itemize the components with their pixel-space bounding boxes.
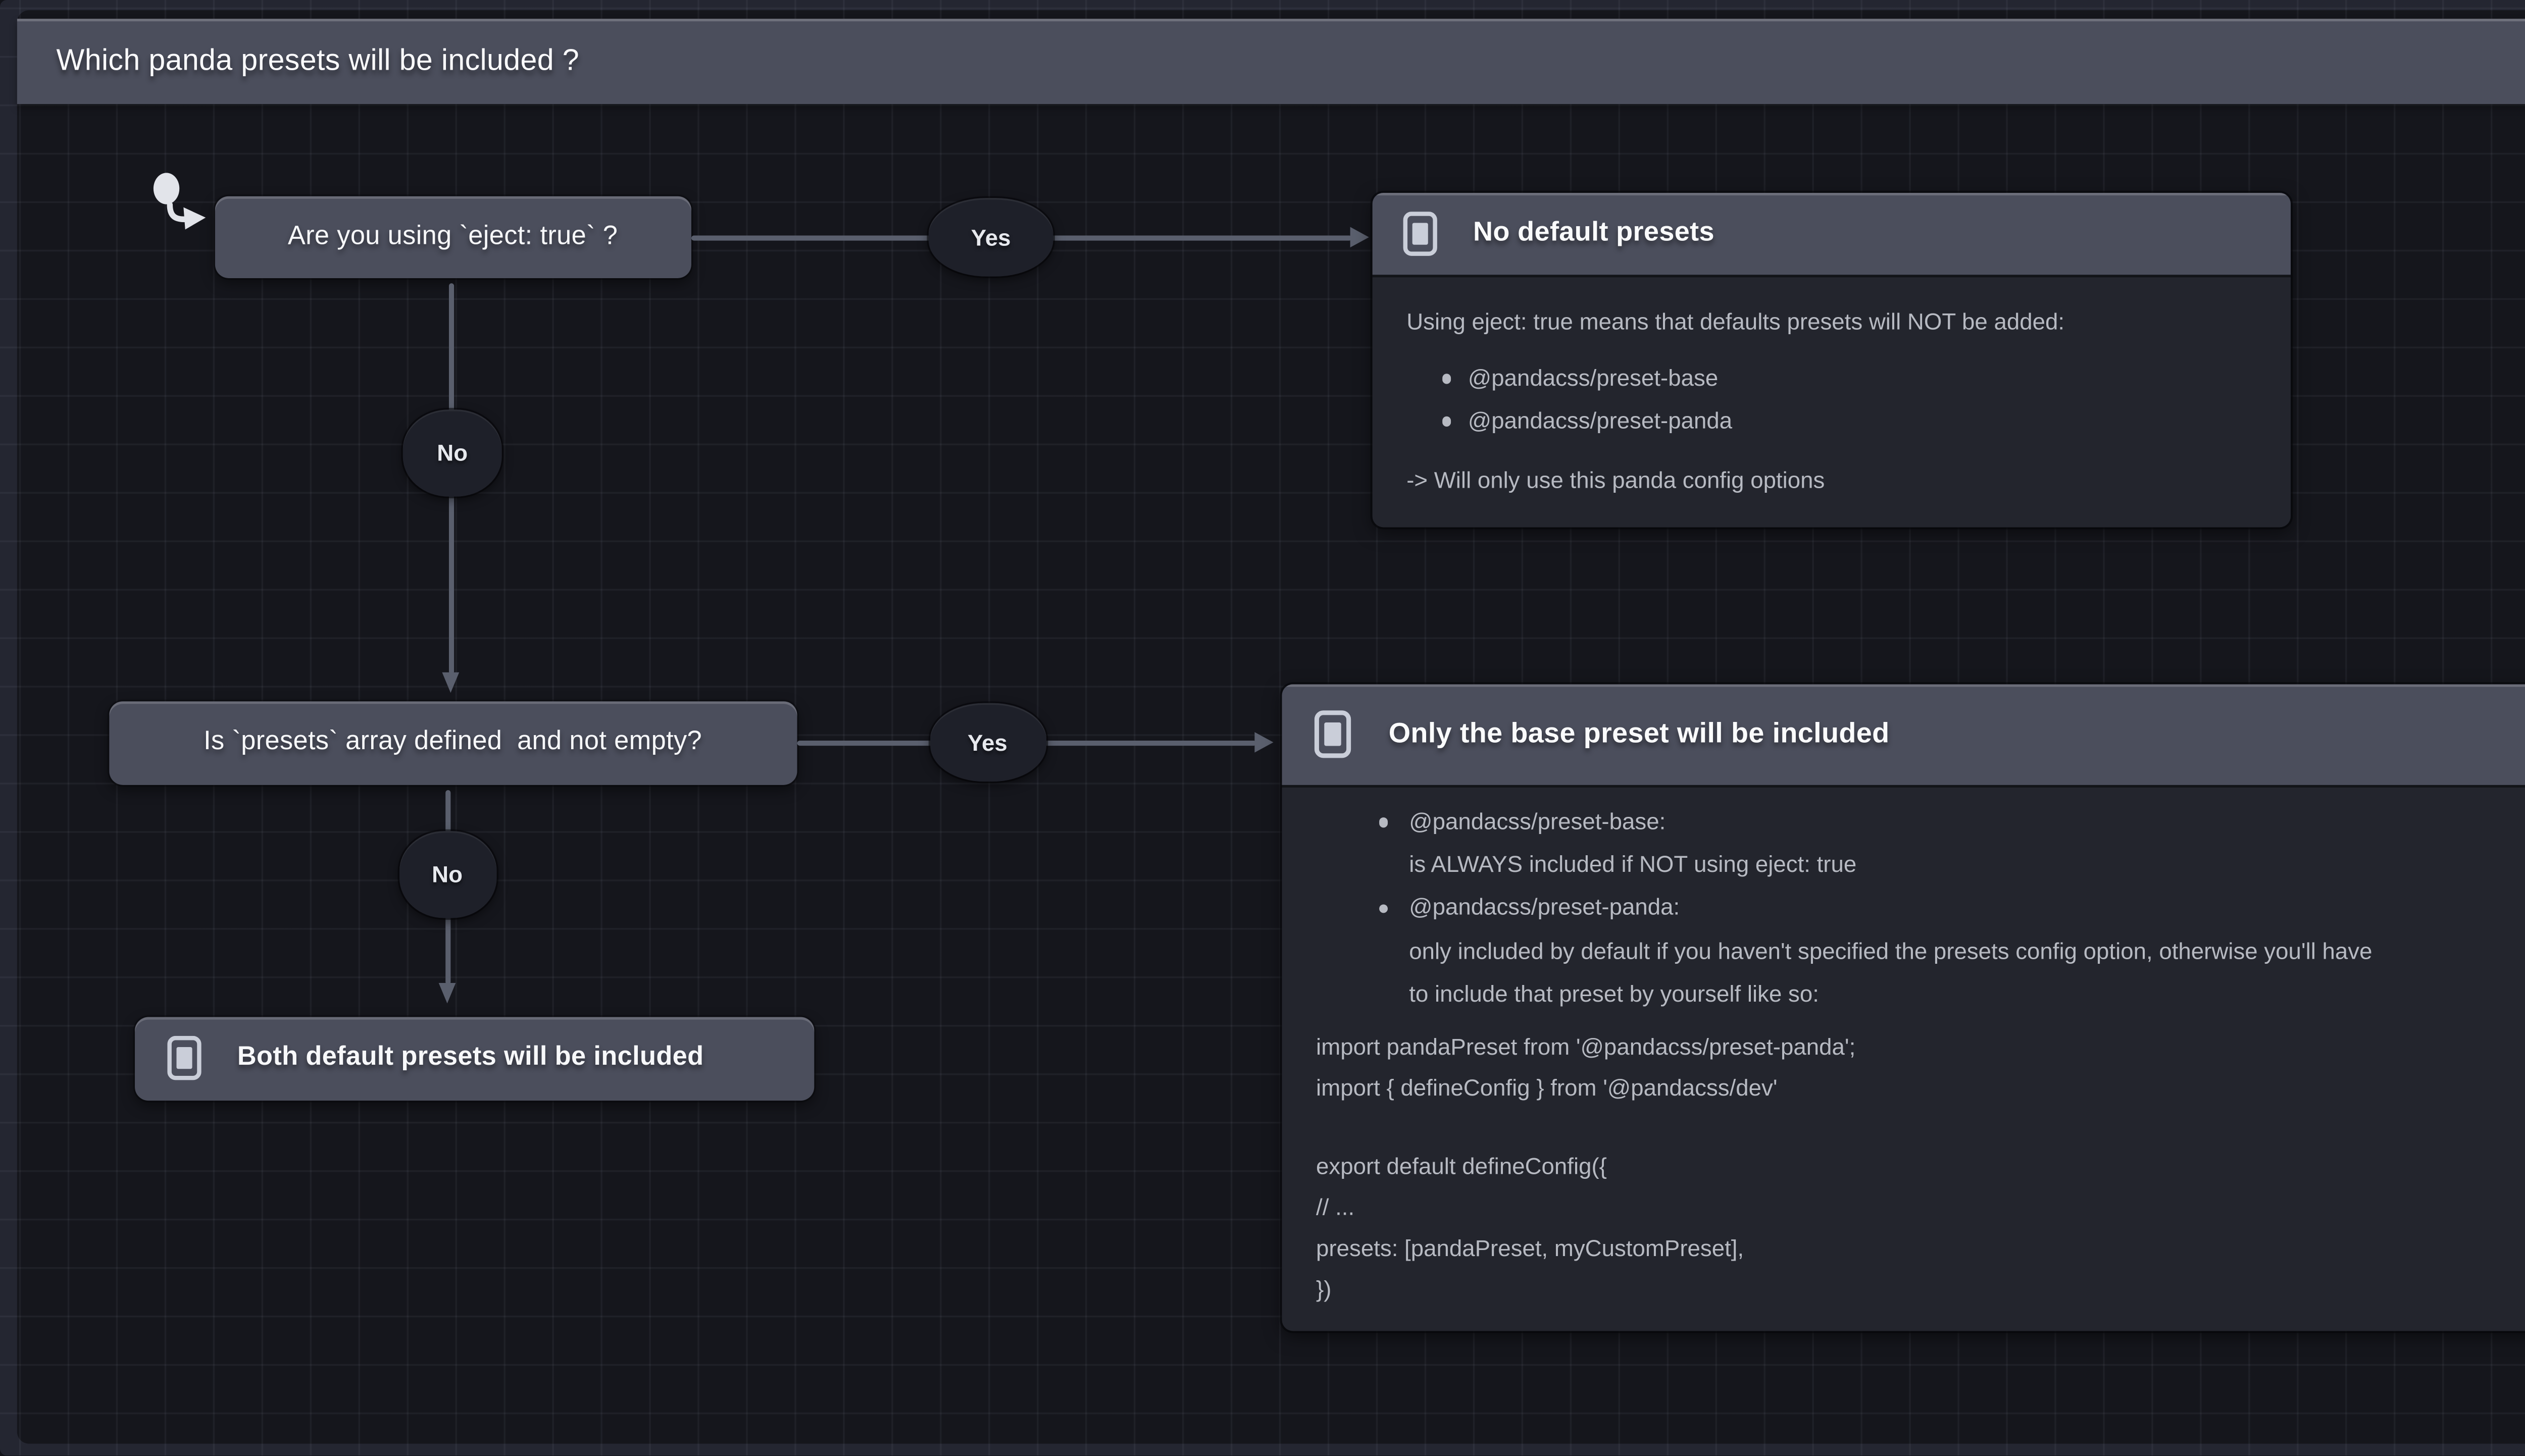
- box-no-default-list: @pandacss/preset-base @pandacss/preset-p…: [1406, 356, 2256, 442]
- edge-yes-1-arrowhead: [1350, 227, 1369, 248]
- code-line: import { defineConfig } from '@pandacss/…: [1316, 1074, 1778, 1101]
- edge-label-yes-2[interactable]: Yes: [929, 703, 1046, 782]
- node-presets-question[interactable]: Is `presets` array defined and not empty…: [108, 701, 797, 785]
- edge-label-no-2-text: No: [432, 861, 463, 887]
- code-line: import pandaPreset from '@pandacss/prese…: [1316, 1034, 1856, 1060]
- node-eject-label: Are you using `eject: true` ?: [287, 221, 618, 250]
- box-base-only[interactable]: Only the base preset will be included @p…: [1281, 684, 2525, 1330]
- code-line: export default defineConfig({: [1316, 1154, 1607, 1180]
- edge-label-yes-2-text: Yes: [968, 729, 1007, 755]
- code-line: presets: [pandaPreset, myCustomPreset],: [1316, 1235, 1744, 1261]
- box-no-default-title: No default presets: [1473, 218, 1714, 248]
- box-no-default-presets[interactable]: No default presets Using eject: true mea…: [1371, 192, 2290, 527]
- box-no-default-outro: -> Will only use this panda config optio…: [1406, 467, 1825, 493]
- edge-label-no-1-text: No: [437, 440, 468, 466]
- card-icon: [1403, 212, 1437, 256]
- list-item: @pandacss/preset-panda: [1442, 399, 2256, 442]
- box-base-only-title: Only the base preset will be included: [1388, 718, 1890, 749]
- edge-no-2-arrowhead: [438, 982, 456, 1004]
- code-line: // ...: [1316, 1194, 1355, 1221]
- node-presets-label: Is `presets` array defined and not empty…: [204, 727, 702, 757]
- code-blank-line: [1316, 1108, 2525, 1148]
- edge-label-yes-1[interactable]: Yes: [928, 198, 1053, 277]
- node-eject-question[interactable]: Are you using `eject: true` ?: [214, 195, 691, 278]
- box-base-only-header: Only the base preset will be included: [1281, 684, 2525, 785]
- box-base-only-body: @pandacss/preset-base: is ALWAYS include…: [1281, 785, 2525, 1309]
- edge-label-yes-1-text: Yes: [971, 224, 1011, 250]
- list-item: @pandacss/preset-base: [1442, 356, 2256, 399]
- edge-label-no-1[interactable]: No: [402, 409, 502, 497]
- bullet-head: @pandacss/preset-base:: [1409, 809, 1666, 835]
- bullet-line: only included by default if you haven't …: [1409, 938, 2372, 964]
- box-no-default-header: No default presets: [1371, 192, 2290, 275]
- card-icon: [1314, 711, 1351, 759]
- edge-label-no-2[interactable]: No: [398, 830, 496, 917]
- frame-title: Which panda presets will be included ?: [56, 42, 580, 77]
- edge-yes-2-arrowhead: [1254, 732, 1274, 753]
- node-result-both-label: Both default presets will be included: [237, 1043, 704, 1072]
- bullet-head: @pandacss/preset-panda:: [1409, 895, 1680, 921]
- frame-title-bar[interactable]: Which panda presets will be included ?: [16, 18, 2525, 103]
- box-no-default-body: Using eject: true means that defaults pr…: [1372, 275, 2290, 498]
- code-block: import pandaPreset from '@pandacss/prese…: [1316, 1027, 2525, 1309]
- card-icon: [167, 1036, 201, 1081]
- pointer-cursor-icon[interactable]: [136, 162, 212, 234]
- code-line: }): [1316, 1275, 1332, 1302]
- node-result-both[interactable]: Both default presets will be included: [134, 1016, 815, 1101]
- bullet-line: to include that preset by yourself like …: [1409, 980, 1819, 1007]
- list-item: @pandacss/preset-base: is ALWAYS include…: [1379, 800, 2525, 886]
- bullet-line: is ALWAYS included if NOT using eject: t…: [1409, 852, 1857, 878]
- box-base-only-list: @pandacss/preset-base: is ALWAYS include…: [1316, 800, 2525, 1015]
- list-item: @pandacss/preset-panda: only included by…: [1379, 887, 2525, 1016]
- box-no-default-intro: Using eject: true means that defaults pr…: [1406, 308, 2065, 335]
- edge-no-1-arrowhead: [441, 672, 459, 693]
